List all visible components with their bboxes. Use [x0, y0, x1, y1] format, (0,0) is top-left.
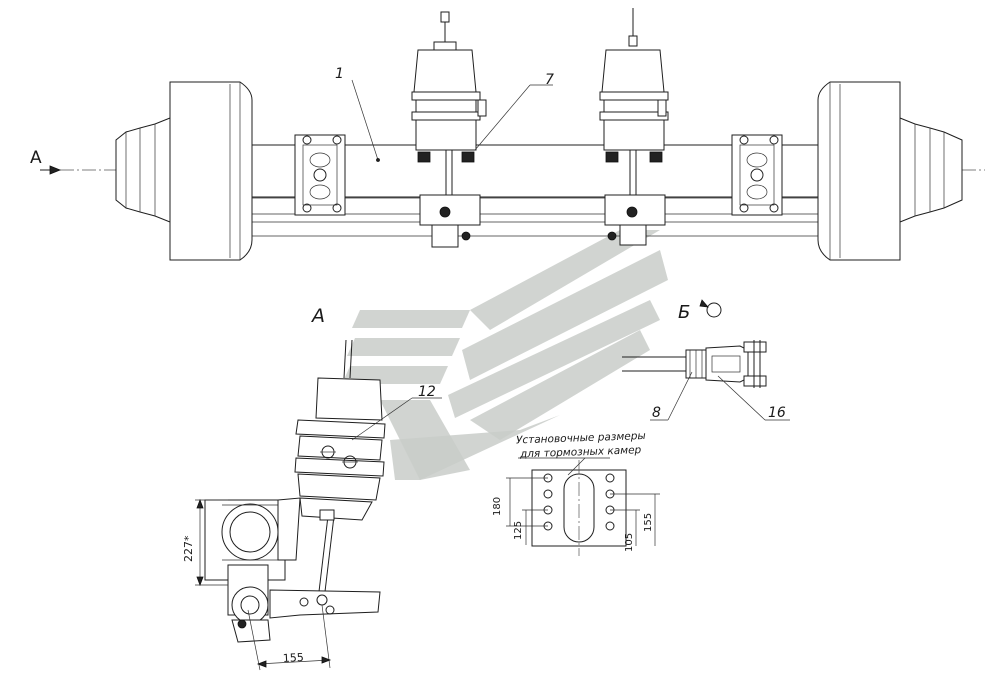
view-arrow-label: А [30, 148, 42, 168]
watermark-logo [342, 230, 668, 480]
dimension-105: 105 [624, 533, 635, 552]
callout-7: 7 [545, 72, 554, 88]
left-brake-chamber [411, 11, 487, 248]
callout-8: 8 [652, 405, 661, 421]
right-brake-chamber [599, 8, 669, 246]
axle-top-view [40, 8, 985, 261]
dimension-125: 125 [513, 521, 524, 540]
dimension-180: 180 [492, 497, 503, 516]
view-b-detail [622, 299, 790, 421]
dimension-155-right: 155 [643, 513, 654, 532]
note-line-2: для тормозных камер [519, 444, 642, 460]
callout-12: 12 [418, 384, 436, 400]
callout-1: 1 [335, 66, 344, 82]
view-a-label: А [310, 305, 325, 327]
view-b-label: Б [678, 302, 690, 323]
mounting-plate-detail [506, 457, 660, 556]
callout-16: 16 [768, 405, 786, 421]
right-spring-seat [731, 134, 783, 216]
view-a-detail [195, 339, 442, 671]
left-spring-seat [294, 134, 346, 216]
dimension-227: 227* [182, 535, 195, 562]
dimension-155-bottom: 155 [282, 651, 304, 665]
right-wheel-hub [817, 81, 963, 261]
left-wheel-hub [115, 81, 253, 261]
note-line-1: Установочные размеры [516, 430, 646, 447]
